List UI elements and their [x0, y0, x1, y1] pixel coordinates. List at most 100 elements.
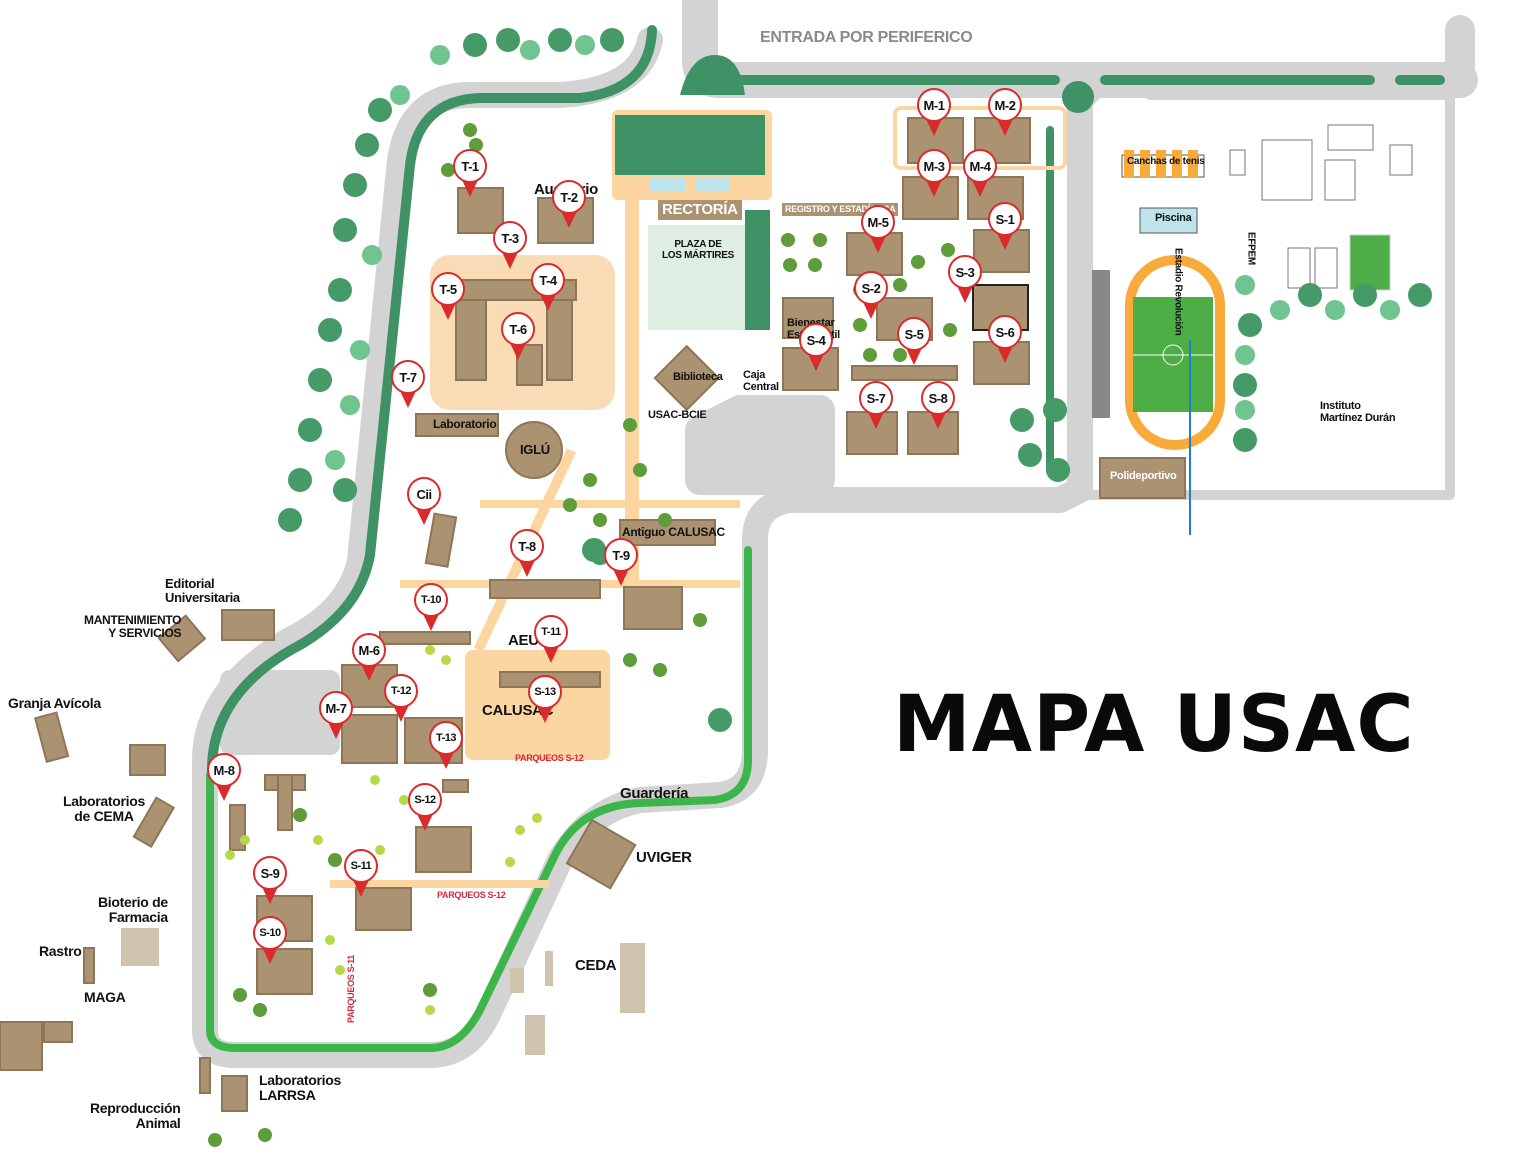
granja-label[interactable]: Granja Avícola — [8, 695, 101, 711]
marker-label: S-9 — [253, 856, 287, 890]
map-marker-m-4[interactable]: M-4 — [963, 149, 997, 199]
marker-label: T-9 — [604, 538, 638, 572]
map-marker-s-1[interactable]: S-1 — [988, 202, 1022, 252]
map-marker-t-11[interactable]: T-11 — [534, 615, 568, 665]
map-marker-m-1[interactable]: M-1 — [917, 88, 951, 138]
laboratorio-label[interactable]: Laboratorio — [433, 417, 497, 431]
map-marker-s-10[interactable]: S-10 — [253, 916, 287, 966]
map-marker-t-2[interactable]: T-2 — [552, 180, 586, 230]
marker-label: M-1 — [917, 88, 951, 122]
map-marker-s-9[interactable]: S-9 — [253, 856, 287, 906]
biblioteca-label[interactable]: Biblioteca — [673, 371, 723, 383]
rastro-label[interactable]: Rastro — [39, 943, 82, 959]
marker-label: S-2 — [854, 271, 888, 305]
piscina-label[interactable]: Piscina — [1155, 212, 1192, 224]
marker-label: M-2 — [988, 88, 1022, 122]
map-title: MAPA USAC — [893, 680, 1415, 770]
marker-label: S-11 — [344, 849, 378, 883]
map-marker-s-11[interactable]: S-11 — [344, 849, 378, 899]
marker-label: Cii — [407, 477, 441, 511]
map-marker-m-7[interactable]: M-7 — [319, 691, 353, 741]
marker-label: T-5 — [431, 272, 465, 306]
instituto-label[interactable]: Instituto Martínez Durán — [1320, 400, 1396, 424]
map-marker-m-2[interactable]: M-2 — [988, 88, 1022, 138]
mantenimiento-label[interactable]: MANTENIMIENTO Y SERVICIOS — [84, 613, 182, 640]
map-marker-s-6[interactable]: S-6 — [988, 315, 1022, 365]
map-marker-m-5[interactable]: M-5 — [861, 205, 895, 255]
plaza-de-los-martires — [648, 225, 748, 330]
map-marker-t-4[interactable]: T-4 — [531, 263, 565, 313]
marker-label: T-11 — [534, 615, 568, 649]
map-marker-t-13[interactable]: T-13 — [429, 721, 463, 771]
ceda-label[interactable]: CEDA — [575, 957, 617, 974]
marker-label: S-10 — [253, 916, 287, 950]
marker-label: S-7 — [859, 381, 893, 415]
canchas-label[interactable]: Canchas de tenis — [1127, 156, 1205, 167]
bioterio-label[interactable]: Bioterio de Farmacia — [98, 894, 168, 925]
map-marker-t-5[interactable]: T-5 — [431, 272, 465, 322]
map-marker-m-8[interactable]: M-8 — [207, 753, 241, 803]
iglu-label[interactable]: IGLÚ — [520, 442, 550, 457]
fountain — [650, 178, 685, 192]
polideportivo-label[interactable]: Polideportivo — [1110, 470, 1177, 482]
map-marker-t-6[interactable]: T-6 — [501, 312, 535, 362]
map-marker-cii[interactable]: Cii — [407, 477, 441, 527]
marker-label: T-8 — [510, 529, 544, 563]
map-marker-t-12[interactable]: T-12 — [384, 674, 418, 724]
marker-label: T-7 — [391, 360, 425, 394]
reproduccion-label[interactable]: Reproducción Animal — [90, 1100, 181, 1131]
map-marker-t-9[interactable]: T-9 — [604, 538, 638, 588]
map-marker-s-4[interactable]: S-4 — [799, 323, 833, 373]
plaza-gardens — [745, 210, 770, 330]
entrance-island — [680, 55, 745, 95]
map-marker-s-3[interactable]: S-3 — [948, 255, 982, 305]
fountain — [695, 178, 730, 192]
antiguo-calusac-label[interactable]: Antiguo CALUSAC — [622, 525, 725, 539]
marker-label: S-5 — [897, 317, 931, 351]
map-marker-t-8[interactable]: T-8 — [510, 529, 544, 579]
editorial-label[interactable]: Editorial Universitaria — [165, 576, 240, 605]
guarderia-label[interactable]: Guardería — [620, 785, 689, 802]
map-marker-s-7[interactable]: S-7 — [859, 381, 893, 431]
map-marker-m-6[interactable]: M-6 — [352, 633, 386, 683]
map-marker-t-10[interactable]: T-10 — [414, 583, 448, 633]
sports-complex — [1092, 124, 1413, 535]
marker-label: T-10 — [414, 583, 448, 617]
marker-label: S-12 — [408, 783, 442, 817]
uviger-label[interactable]: UVIGER — [636, 849, 692, 866]
cema-label[interactable]: Laboratorios de CEMA — [63, 793, 145, 824]
roundabout — [1062, 81, 1094, 113]
aeu-label[interactable]: AEU — [508, 632, 539, 649]
marker-label: T-2 — [552, 180, 586, 214]
marker-label: S-6 — [988, 315, 1022, 349]
marker-label: T-13 — [429, 721, 463, 755]
map-marker-t-7[interactable]: T-7 — [391, 360, 425, 410]
larrsa-label[interactable]: Laboratorios LARRSA — [259, 1072, 341, 1103]
marker-label: S-1 — [988, 202, 1022, 236]
plaza-label: PLAZA DE LOS MÁRTIRES — [662, 239, 734, 261]
map-marker-s-5[interactable]: S-5 — [897, 317, 931, 367]
map-marker-t-1[interactable]: T-1 — [453, 149, 487, 199]
usac-bcie-label[interactable]: USAC-BCIE — [648, 409, 707, 421]
medians — [206, 25, 1445, 1052]
map-marker-s-12[interactable]: S-12 — [408, 783, 442, 833]
map-marker-m-3[interactable]: M-3 — [917, 149, 951, 199]
marker-label: T-6 — [501, 312, 535, 346]
maga-label[interactable]: MAGA — [84, 989, 126, 1005]
map-marker-s-2[interactable]: S-2 — [854, 271, 888, 321]
estadio-label[interactable]: Estadio Revolución — [1172, 248, 1184, 336]
efpem-label[interactable]: EFPEM — [1245, 232, 1257, 265]
map-marker-t-3[interactable]: T-3 — [493, 221, 527, 271]
rectoria-label[interactable]: RECTORÍA — [658, 200, 742, 220]
entrada-label: ENTRADA POR PERIFERICO — [760, 29, 973, 46]
marker-label: T-3 — [493, 221, 527, 255]
map-marker-s-13[interactable]: S-13 — [528, 675, 562, 725]
light-buildings — [121, 928, 645, 1055]
marker-label: T-1 — [453, 149, 487, 183]
marker-label: M-3 — [917, 149, 951, 183]
caja-central-label: Caja Central — [743, 369, 779, 393]
marker-label: S-4 — [799, 323, 833, 357]
parqueos-s12-label-a: PARQUEOS S-12 — [515, 753, 584, 763]
rectoria-gardens — [615, 115, 765, 175]
map-marker-s-8[interactable]: S-8 — [921, 381, 955, 431]
